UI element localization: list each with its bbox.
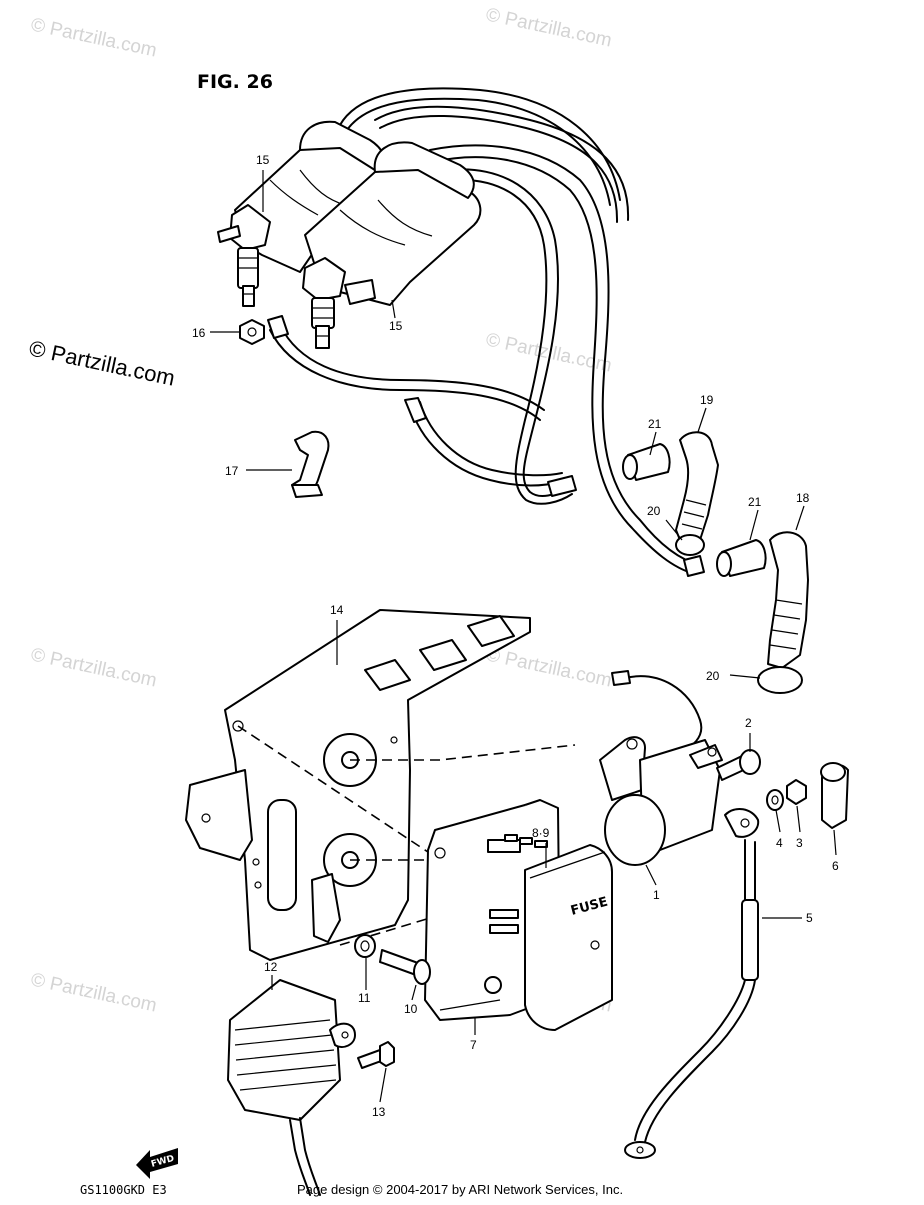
callout-11: 11 [358, 991, 371, 1005]
watermark-text: © Partzilla.com [29, 644, 159, 691]
spark-plug-cap-18 [757, 531, 809, 694]
screw-10 [379, 949, 431, 985]
wire-terminal [611, 670, 631, 686]
callout-21: 21 [648, 417, 662, 431]
callout-18: 18 [796, 491, 810, 505]
callout-16: 16 [192, 326, 206, 340]
callout-7: 7 [470, 1038, 477, 1052]
forward-arrow-icon: FWD [136, 1148, 178, 1179]
fuse-cover: FUSE [524, 844, 613, 1031]
callout-15: 15 [389, 319, 403, 333]
washer-4 [766, 789, 784, 811]
callout-4: 4 [776, 836, 783, 850]
callout-8-9: 8·9 [532, 826, 550, 840]
callout-1: 1 [653, 888, 660, 902]
callout-2: 2 [745, 716, 752, 730]
regulator-rectifier-12 [227, 979, 356, 1196]
watermark-text: © Partzilla.com [29, 969, 159, 1016]
battery-cable-5 [624, 839, 759, 1159]
callout-20: 20 [706, 669, 720, 683]
starter-relay-1 [599, 736, 760, 866]
watermark-text: © Partzilla.com [29, 14, 159, 61]
callout-19: 19 [700, 393, 714, 407]
callout-labels: 15 15 16 17 19 21 20 21 18 20 14 2 8·9 4… [192, 153, 839, 1119]
callout-5: 5 [806, 911, 813, 925]
washer-11 [354, 934, 376, 958]
terminal-cover-6 [820, 762, 849, 829]
leader-lines [210, 170, 837, 1103]
nut-3 [786, 779, 807, 805]
watermark-text-dark: © Partzilla.com [27, 335, 177, 390]
fuses-8-9 [504, 834, 548, 848]
callout-10: 10 [404, 1002, 418, 1016]
clamp-17 [291, 430, 330, 498]
ignition-leads [267, 87, 705, 577]
callout-21: 21 [748, 495, 762, 509]
watermark-text: © Partzilla.com [484, 644, 614, 691]
callout-20: 20 [647, 504, 661, 518]
callout-13: 13 [372, 1105, 386, 1119]
callout-15: 15 [256, 153, 270, 167]
cap-seal-21-upper [622, 443, 671, 481]
ignition-coil-front [302, 141, 482, 349]
figure-title: FIG. 26 [197, 71, 273, 93]
screw-2 [716, 749, 761, 781]
callout-6: 6 [832, 859, 839, 873]
callout-12: 12 [264, 960, 278, 974]
spark-plug-cap-19 [675, 431, 719, 556]
callout-3: 3 [796, 836, 803, 850]
watermark-text: © Partzilla.com [484, 4, 614, 51]
page-footer: Page design © 2004-2017 by ARI Network S… [297, 1182, 623, 1197]
callout-14: 14 [330, 603, 344, 617]
cap-seal-21-lower [716, 539, 767, 577]
bolt-13 [357, 1041, 395, 1069]
model-code: GS1100GKD E3 [80, 1183, 167, 1197]
nut-16 [239, 319, 265, 345]
callout-17: 17 [225, 464, 239, 478]
